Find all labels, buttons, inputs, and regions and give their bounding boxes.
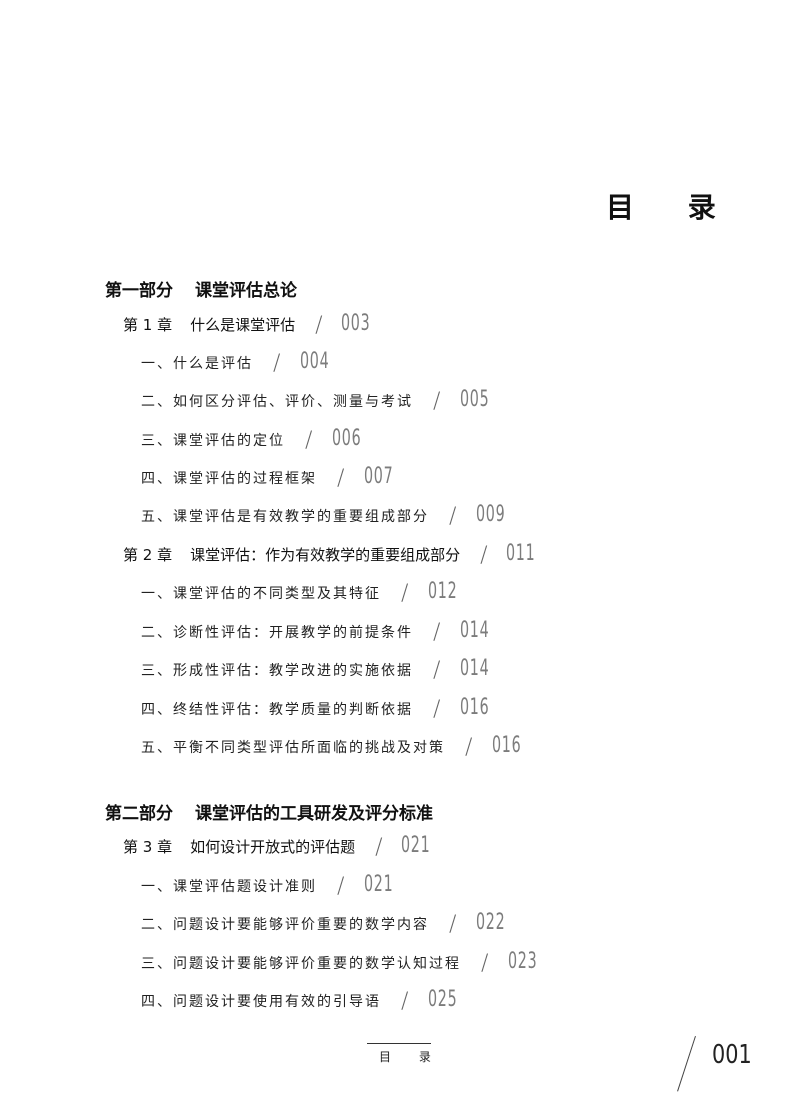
- part-number: 第一部分: [105, 281, 173, 301]
- separator-slash: /: [401, 989, 411, 1014]
- separator-slash: /: [433, 389, 443, 414]
- section-title: 四、课堂评估的过程框架: [141, 471, 317, 487]
- section-title: 一、课堂评估的不同类型及其特征: [141, 586, 381, 602]
- page-number: 021: [364, 872, 394, 897]
- page-number: 009: [476, 502, 506, 527]
- page-number: 003: [340, 311, 370, 336]
- section-entry[interactable]: 五、课堂评估是有效教学的重要组成部分 / 009: [141, 502, 517, 529]
- part-entry[interactable]: 第二部分 课堂评估的工具研发及评分标准: [105, 799, 433, 824]
- page-number: 007: [364, 464, 394, 489]
- page-number: 005: [460, 387, 490, 412]
- section-title: 三、问题设计要能够评价重要的数学认知过程: [141, 956, 461, 972]
- section-title: 五、平衡不同类型评估所面临的挑战及对策: [141, 740, 445, 756]
- section-title: 二、如何区分评估、评价、测量与考试: [141, 394, 413, 410]
- section-entry[interactable]: 五、平衡不同类型评估所面临的挑战及对策 / 016: [141, 733, 533, 760]
- part-title: 课堂评估的工具研发及评分标准: [195, 804, 433, 824]
- footer-label: 目 录: [379, 1050, 443, 1064]
- separator-slash: /: [273, 351, 283, 376]
- page-number: 023: [508, 949, 538, 974]
- part-title: 课堂评估总论: [195, 281, 297, 301]
- section-entry[interactable]: 三、课堂评估的定位 / 006: [141, 426, 373, 453]
- section-title: 三、形成性评估：教学改进的实施依据: [141, 663, 413, 679]
- footer-rule: [367, 1043, 431, 1044]
- section-entry[interactable]: 四、问题设计要使用有效的引导语 / 025: [141, 987, 469, 1014]
- section-entry[interactable]: 二、问题设计要能够评价重要的数学内容 / 022: [141, 910, 517, 937]
- page-title: 目 录: [606, 191, 738, 224]
- separator-slash: /: [433, 697, 443, 722]
- page-number: 006: [332, 426, 362, 451]
- section-title: 一、课堂评估题设计准则: [141, 879, 317, 895]
- section-title: 四、问题设计要使用有效的引导语: [141, 994, 381, 1010]
- section-title: 四、终结性评估：教学质量的判断依据: [141, 702, 413, 718]
- separator-slash: /: [337, 874, 347, 899]
- section-title: 二、问题设计要能够评价重要的数学内容: [141, 917, 429, 933]
- page-number: 022: [476, 910, 506, 935]
- separator-slash: /: [449, 504, 459, 529]
- section-title: 三、课堂评估的定位: [141, 433, 285, 449]
- section-entry[interactable]: 三、问题设计要能够评价重要的数学认知过程 / 023: [141, 949, 549, 976]
- chapter-title: 什么是课堂评估: [190, 316, 296, 334]
- separator-slash: /: [337, 466, 347, 491]
- part-entry[interactable]: 第一部分 课堂评估总论: [105, 276, 297, 301]
- separator-slash: /: [465, 735, 475, 760]
- section-entry[interactable]: 一、什么是评估 / 004: [141, 349, 341, 376]
- chapter-title: 如何设计开放式的评估题: [190, 838, 356, 856]
- page-number: 014: [460, 618, 490, 643]
- chapter-title: 课堂评估：作为有效教学的重要组成部分: [190, 546, 461, 564]
- page-number: 016: [492, 733, 522, 758]
- separator-slash: /: [305, 428, 315, 453]
- section-title: 一、什么是评估: [141, 356, 253, 372]
- chapter-entry[interactable]: 第 1 章什么是课堂评估 / 003: [123, 311, 381, 338]
- separator-slash: /: [480, 543, 488, 568]
- chapter-number: 第 2 章: [123, 546, 173, 564]
- section-entry[interactable]: 四、课堂评估的过程框架 / 007: [141, 464, 405, 491]
- separator-slash: /: [375, 835, 383, 860]
- page-number: 025: [428, 987, 458, 1012]
- page-number: 021: [400, 833, 430, 858]
- part-number: 第二部分: [105, 804, 173, 824]
- section-entry[interactable]: 一、课堂评估的不同类型及其特征 / 012: [141, 579, 469, 606]
- separator-slash: /: [449, 912, 459, 937]
- page-number: 004: [300, 349, 330, 374]
- section-entry[interactable]: 一、课堂评估题设计准则 / 021: [141, 872, 405, 899]
- chapter-entry[interactable]: 第 3 章如何设计开放式的评估题 / 021: [123, 833, 441, 860]
- separator-slash: /: [401, 581, 411, 606]
- page-number: 016: [460, 695, 490, 720]
- separator-slash: /: [433, 620, 443, 645]
- section-entry[interactable]: 四、终结性评估：教学质量的判断依据 / 016: [141, 695, 501, 722]
- footer-page-number: 001: [712, 1040, 752, 1070]
- section-entry[interactable]: 二、诊断性评估：开展教学的前提条件 / 014: [141, 618, 501, 645]
- separator-slash: /: [481, 951, 491, 976]
- separator-slash: /: [433, 658, 443, 683]
- page-number: 011: [505, 541, 535, 566]
- separator-slash: /: [315, 313, 323, 338]
- footer-slash: [677, 1036, 696, 1092]
- page-number: 014: [460, 656, 490, 681]
- section-entry[interactable]: 二、如何区分评估、评价、测量与考试 / 005: [141, 387, 501, 414]
- section-title: 五、课堂评估是有效教学的重要组成部分: [141, 509, 429, 525]
- chapter-number: 第 3 章: [123, 838, 173, 856]
- chapter-entry[interactable]: 第 2 章课堂评估：作为有效教学的重要组成部分 / 011: [123, 541, 546, 568]
- page-number: 012: [428, 579, 458, 604]
- chapter-number: 第 1 章: [123, 316, 173, 334]
- section-entry[interactable]: 三、形成性评估：教学改进的实施依据 / 014: [141, 656, 501, 683]
- section-title: 二、诊断性评估：开展教学的前提条件: [141, 625, 413, 641]
